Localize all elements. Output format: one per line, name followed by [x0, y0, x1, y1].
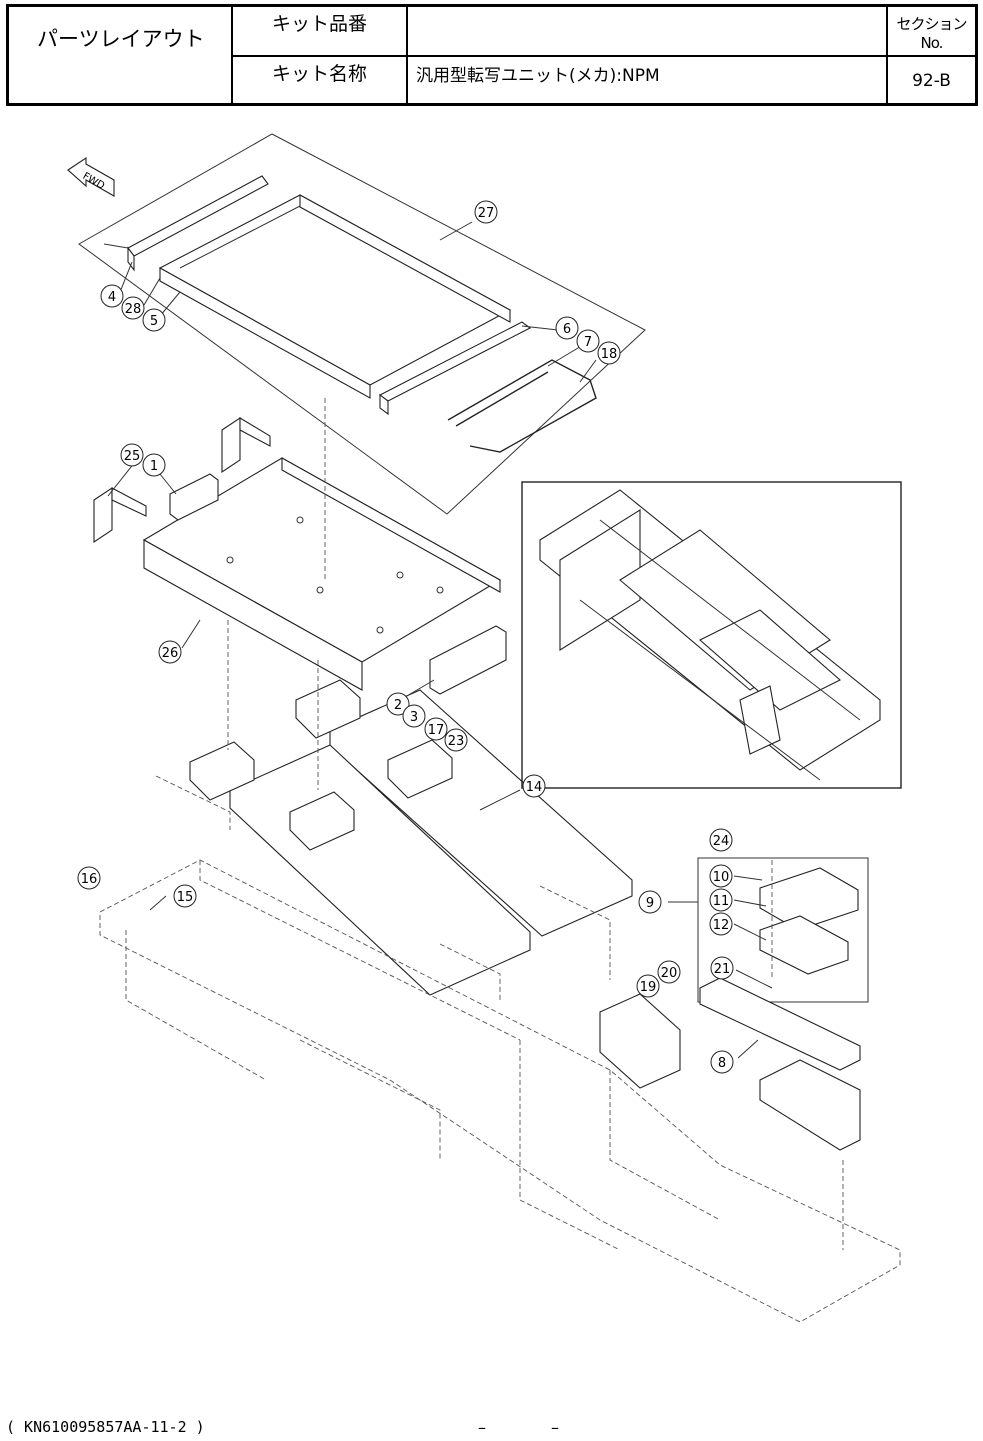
svg-text:5: 5 — [150, 314, 158, 329]
svg-text:27: 27 — [478, 206, 495, 221]
callout-6: 6 — [556, 317, 578, 339]
callout-7: 7 — [577, 330, 599, 352]
svg-text:16: 16 — [81, 872, 98, 887]
callout-16: 16 — [78, 867, 100, 889]
svg-text:28: 28 — [125, 302, 142, 317]
svg-text:1: 1 — [150, 459, 158, 474]
callout-4: 4 — [101, 285, 123, 307]
callout-10: 10 — [710, 865, 732, 887]
page-dash-left: – — [478, 1418, 486, 1437]
svg-text:19: 19 — [640, 980, 657, 995]
callout-28: 28 — [122, 297, 144, 319]
callout-8: 8 — [711, 1051, 733, 1073]
svg-text:20: 20 — [661, 966, 678, 981]
callout-5: 5 — [143, 309, 165, 331]
svg-text:25: 25 — [124, 449, 141, 464]
top-tray — [160, 195, 510, 398]
svg-text:21: 21 — [714, 962, 731, 977]
callout-23: 23 — [445, 729, 467, 751]
svg-text:10: 10 — [713, 870, 730, 885]
section-label: セクションNo. — [888, 7, 975, 57]
forward-arrow-icon: FWD — [68, 158, 114, 196]
callout-21: 21 — [711, 957, 733, 979]
kit-name-value: 汎用型転写ユニット(メカ):NPM — [408, 57, 888, 103]
svg-text:8: 8 — [718, 1056, 726, 1071]
svg-text:7: 7 — [584, 335, 592, 350]
svg-text:2: 2 — [394, 698, 402, 713]
page-title: パーツレイアウト — [9, 7, 233, 103]
svg-text:6: 6 — [563, 322, 571, 337]
kit-number-label: キット品番 — [233, 7, 408, 57]
callout-1: 1 — [143, 454, 165, 476]
svg-text:4: 4 — [108, 290, 116, 305]
linear-rails — [190, 680, 632, 995]
section-number: 92-B — [888, 57, 975, 103]
callout-12: 12 — [710, 913, 732, 935]
svg-text:11: 11 — [713, 894, 730, 909]
callout-26: 26 — [159, 641, 181, 663]
kit-name-label: キット名称 — [233, 57, 408, 103]
callout-3: 3 — [403, 705, 425, 727]
callout-17: 17 — [425, 718, 447, 740]
callout-15: 15 — [174, 885, 196, 907]
svg-text:9: 9 — [646, 896, 654, 911]
svg-text:15: 15 — [177, 890, 194, 905]
callout-18: 18 — [598, 342, 620, 364]
kit-number-value — [408, 7, 888, 57]
svg-text:24: 24 — [713, 834, 730, 849]
callout-25: 25 — [121, 444, 143, 466]
svg-text:17: 17 — [428, 723, 445, 738]
callout-20: 20 — [658, 961, 680, 983]
title-block: パーツレイアウト キット品番 セクションNo. キット名称 汎用型転写ユニット(… — [6, 4, 978, 106]
callout-14: 14 — [523, 775, 545, 797]
callout-11: 11 — [710, 889, 732, 911]
document-code: ( KN610095857AA-11-2 ) — [6, 1418, 205, 1436]
callout-9: 9 — [639, 891, 661, 913]
svg-text:12: 12 — [713, 918, 730, 933]
svg-text:26: 26 — [162, 646, 179, 661]
svg-text:3: 3 — [410, 710, 418, 725]
page-dash-right: – — [551, 1418, 559, 1437]
callout-27: 27 — [475, 201, 497, 223]
exploded-parts-diagram: FWD — [0, 110, 983, 1410]
callout-24: 24 — [710, 829, 732, 851]
svg-text:18: 18 — [601, 347, 618, 362]
callout-19: 19 — [637, 975, 659, 997]
assembled-unit-illustration — [540, 490, 880, 780]
svg-text:23: 23 — [448, 734, 465, 749]
svg-text:14: 14 — [526, 780, 543, 795]
